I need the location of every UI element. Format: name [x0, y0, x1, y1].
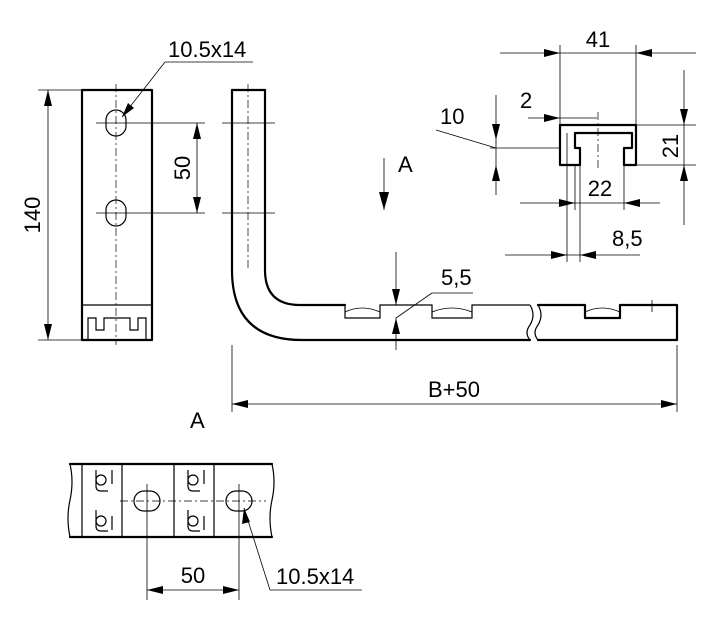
view-a-break-left — [67, 463, 73, 538]
dim-text-thickness: 5,5 — [441, 265, 472, 290]
view-a: A 50 — [67, 408, 362, 600]
view-a-break-right — [269, 463, 275, 538]
dim-text-slot-side: 10.5x14 — [168, 37, 246, 62]
dim-text-slot-bottom: 10.5x14 — [276, 564, 354, 589]
section-arrow-head — [379, 192, 389, 210]
profile-section: 41 21 2 10 22 8,5 — [435, 27, 696, 262]
break-line-right — [534, 304, 542, 341]
dim-text-41: 41 — [586, 27, 610, 52]
dim-text-22: 22 — [588, 176, 612, 201]
view-a-slot-group-right — [173, 463, 215, 538]
bracket-inner-edge — [263, 88, 347, 307]
dim-text-50-side: 50 — [170, 156, 195, 180]
dim-text-50-bottom: 50 — [181, 563, 205, 588]
bracket-outer-edge — [230, 88, 532, 342]
side-view-channel-lips — [87, 317, 147, 340]
side-view-outline — [80, 88, 154, 342]
dim-text-21: 21 — [658, 134, 683, 158]
bracket-slotted-surface — [344, 304, 530, 319]
dim-text-2: 2 — [520, 88, 532, 113]
view-a-slot-group-left — [81, 463, 123, 538]
side-view: 140 50 10.5x14 — [20, 37, 253, 345]
bracket-end-portion — [536, 303, 679, 342]
section-arrow-label: A — [398, 152, 413, 177]
break-line-left — [526, 304, 534, 341]
dim-text-10: 10 — [440, 104, 464, 129]
dim-text-140: 140 — [20, 197, 45, 234]
view-a-label: A — [190, 408, 205, 433]
dim-text-8-5: 8,5 — [612, 226, 643, 251]
dim-text-length: B+50 — [428, 377, 480, 402]
front-view: B+50 5,5 A — [222, 84, 679, 412]
